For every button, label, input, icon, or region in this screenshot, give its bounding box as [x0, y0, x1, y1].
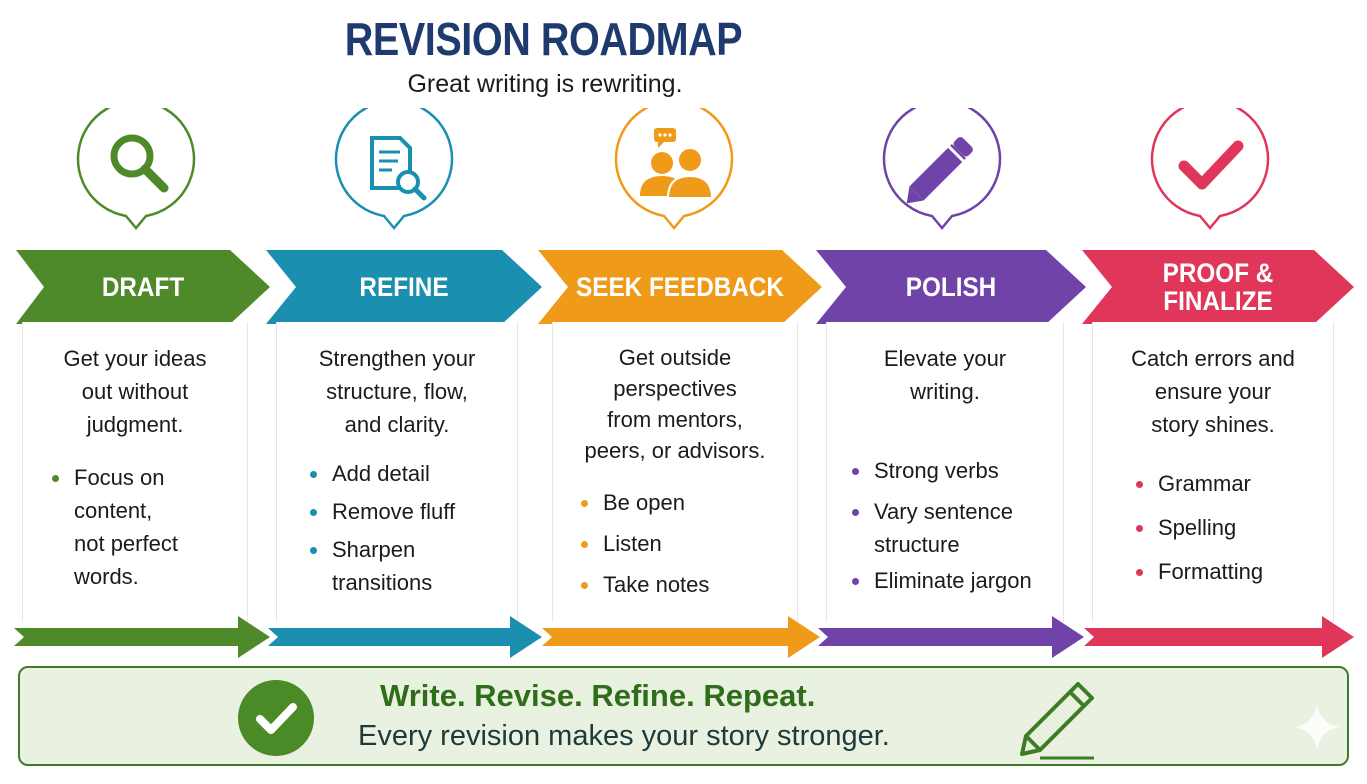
stage-banner-seek-feedback: SEEK FEEDBACK: [538, 250, 822, 324]
stage-banner-polish: POLISH: [816, 250, 1086, 324]
stage-card-refine: Strengthen your structure, flow, and cla…: [276, 322, 518, 622]
stage-label-proof-finalize: PROOF & FINALIZE: [1162, 258, 1274, 316]
stage-label-draft: DRAFT: [101, 272, 185, 302]
stage-description-seek-feedback: Get outside perspectives from mentors, p…: [584, 345, 766, 463]
list-item: Grammar: [1136, 467, 1333, 500]
stage-description-proof-finalize: Catch errors and ensure your story shine…: [1131, 346, 1295, 437]
page-subtitle: Great writing is rewriting.: [407, 70, 683, 98]
stage-card-draft: Get your ideas out without judgment. Foc…: [22, 322, 248, 622]
stage-card-proof-finalize: Catch errors and ensure your story shine…: [1092, 322, 1334, 622]
stage-label-seek-feedback: SEEK FEEDBACK: [576, 272, 784, 302]
list-item: Spelling: [1136, 511, 1333, 544]
progress-arrow-draft: [14, 616, 270, 658]
stage-label-polish: POLISH: [905, 272, 997, 302]
footer-banner: Write. Revise. Refine. Repeat. Every rev…: [18, 666, 1349, 766]
footer-motto: Write. Revise. Refine. Repeat.: [380, 678, 816, 713]
list-item: Take notes: [581, 568, 797, 601]
stage-banner-draft: DRAFT: [16, 250, 270, 324]
refine-document-search-icon: [334, 108, 454, 246]
progress-arrow-seek-feedback: [542, 616, 820, 658]
progress-arrow-polish: [818, 616, 1084, 658]
seek-feedback-people-chat-icon: [614, 108, 734, 246]
sparkle-icon: [1294, 704, 1340, 750]
list-item: Listen: [581, 527, 797, 560]
list-item: Vary sentence structure: [852, 495, 1063, 561]
check-circle-icon: [238, 680, 314, 756]
list-item: Add detail: [310, 457, 517, 490]
list-item: Sharpen transitions: [310, 533, 517, 599]
footer-tagline: Every revision makes your story stronger…: [358, 720, 890, 752]
list-item: Strong verbs: [852, 454, 1063, 487]
polish-pencil-icon: [882, 108, 1002, 246]
stage-card-polish: Elevate your writing. Strong verbs Vary …: [826, 322, 1064, 622]
stage-card-seek-feedback: Get outside perspectives from mentors, p…: [552, 322, 798, 622]
list-item: Formatting: [1136, 555, 1333, 588]
list-item: Focus on content, not perfect words.: [52, 461, 247, 593]
list-item: Be open: [581, 486, 797, 519]
stage-banner-proof-finalize: PROOF & FINALIZE: [1082, 250, 1354, 324]
progress-arrow-proof-finalize: [1084, 616, 1354, 658]
proof-checkmark-icon: [1150, 108, 1270, 246]
stage-description-draft: Get your ideas out without judgment.: [63, 346, 207, 437]
stage-banner-refine: REFINE: [266, 250, 542, 324]
stage-label-refine: REFINE: [359, 272, 449, 302]
list-item: Eliminate jargon: [852, 564, 1063, 597]
stage-description-polish: Elevate your writing.: [883, 346, 1007, 404]
stage-description-refine: Strengthen your structure, flow, and cla…: [318, 346, 476, 437]
page-title: REVISION ROADMAP: [344, 13, 743, 65]
list-item: Remove fluff: [310, 495, 517, 528]
pencil-icon: [1020, 682, 1094, 760]
draft-magnifier-icon: [76, 108, 196, 246]
progress-arrow-refine: [268, 616, 542, 658]
